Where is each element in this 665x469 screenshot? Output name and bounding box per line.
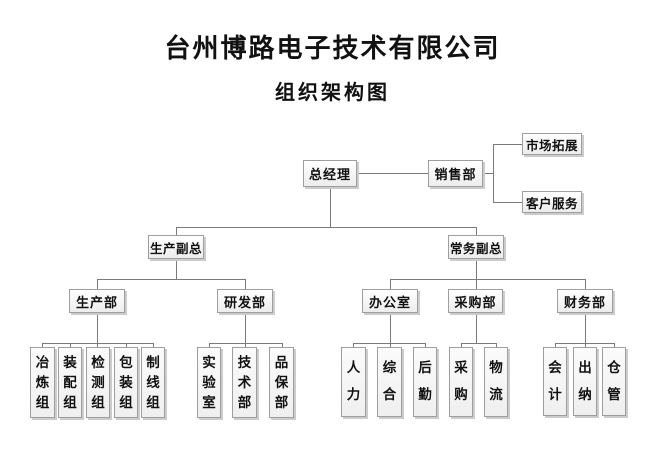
connector-production-vp-down xyxy=(176,259,177,279)
leaf-technical-dept-label: 技术部 xyxy=(237,354,252,411)
connector-finance-down xyxy=(585,313,586,343)
connector-gm-down xyxy=(330,187,331,227)
connector-stub-warehouse xyxy=(614,343,615,348)
node-market-expansion: 市场拓展 xyxy=(522,133,582,155)
connector-production-rail xyxy=(97,279,245,280)
node-production-dept-label: 生产部 xyxy=(75,295,118,311)
connector-purchasing-children-rail xyxy=(461,343,496,344)
node-customer-service-label: 客户服务 xyxy=(525,195,578,211)
leaf-assembly-team: 装配组 xyxy=(58,347,82,418)
connector-to-executive-vp xyxy=(476,227,477,235)
leaf-accounting: 会计 xyxy=(543,347,567,416)
node-sales-dept: 销售部 xyxy=(428,160,483,187)
node-finance-dept: 财务部 xyxy=(557,289,613,313)
leaf-human-resources: 人力 xyxy=(341,347,366,417)
company-title: 台州博路电子技术有限公司 xyxy=(164,34,501,64)
leaf-technical-dept: 技术部 xyxy=(232,347,257,418)
leaf-procurement: 采购 xyxy=(449,347,473,417)
connector-sales-branch-vertical xyxy=(493,144,494,202)
connector-rd-dept-down xyxy=(245,313,246,343)
leaf-warehouse-label: 仓管 xyxy=(607,359,621,403)
connector-office-children-rail xyxy=(353,343,425,344)
leaf-procurement-label: 采购 xyxy=(454,360,468,403)
leaf-logistics-label: 物流 xyxy=(489,360,503,403)
connector-executive-vp-down xyxy=(476,259,477,279)
leaf-qa-dept: 品保部 xyxy=(269,347,294,418)
node-customer-service: 客户服务 xyxy=(522,191,582,213)
leaf-smelting-team: 冶炼组 xyxy=(30,347,55,418)
leaf-wire-making-team: 制线组 xyxy=(141,347,165,418)
node-office-label: 办公室 xyxy=(368,295,411,311)
node-office: 办公室 xyxy=(362,289,418,313)
connector-stub-qa xyxy=(282,343,283,348)
leaf-logistics-support: 后勤 xyxy=(413,347,437,417)
leaf-smelting-team-label: 冶炼组 xyxy=(35,354,50,411)
connector-vp-rail xyxy=(176,227,477,228)
node-sales-dept-label: 销售部 xyxy=(434,168,477,183)
node-general-manager: 总经理 xyxy=(303,160,357,187)
connector-production-dept-down xyxy=(97,313,98,343)
node-finance-dept-label: 财务部 xyxy=(563,295,606,311)
connector-stub-procurement xyxy=(461,343,462,348)
chart-subtitle: 组织架构图 xyxy=(275,80,390,104)
connector-gm-sales xyxy=(357,173,428,174)
connector-stub-technical xyxy=(245,343,246,348)
leaf-human-resources-label: 人力 xyxy=(346,360,361,403)
connector-stub-inspection xyxy=(97,343,98,348)
connector-stub-smelting xyxy=(42,343,43,348)
leaf-laboratory: 实验室 xyxy=(197,347,221,418)
connector-to-rd-dept xyxy=(245,279,246,289)
node-executive-vp-label: 常务副总 xyxy=(449,240,502,256)
node-production-vp-label: 生产副总 xyxy=(149,240,202,256)
connector-to-production-dept xyxy=(97,279,98,289)
leaf-wire-making-team-label: 制线组 xyxy=(146,354,160,411)
leaf-logistics: 物流 xyxy=(484,347,508,417)
connector-to-purchasing-dept xyxy=(476,279,477,289)
connector-to-customer-service xyxy=(493,202,522,203)
leaf-qa-dept-label: 品保部 xyxy=(274,354,289,411)
node-rd-dept-label: 研发部 xyxy=(223,295,266,311)
leaf-laboratory-label: 实验室 xyxy=(202,354,216,411)
leaf-inspection-team: 检测组 xyxy=(86,347,110,418)
leaf-cashier-label: 出纳 xyxy=(578,359,592,403)
node-purchasing-dept: 采购部 xyxy=(448,289,503,313)
node-executive-vp: 常务副总 xyxy=(448,235,504,259)
node-purchasing-dept-label: 采购部 xyxy=(454,295,497,311)
connector-to-production-vp xyxy=(176,227,177,235)
connector-stub-packaging xyxy=(126,343,127,348)
node-market-expansion-label: 市场拓展 xyxy=(525,137,578,153)
leaf-packaging-team: 包装组 xyxy=(114,347,138,418)
node-rd-dept: 研发部 xyxy=(217,289,273,313)
connector-stub-cashier xyxy=(585,343,586,348)
leaf-logistics-support-label: 后勤 xyxy=(418,360,432,403)
leaf-inspection-team-label: 检测组 xyxy=(91,354,105,411)
connector-to-market-expansion xyxy=(493,144,522,145)
connector-to-office xyxy=(390,279,391,289)
connector-finance-children-rail xyxy=(555,343,614,344)
connector-stub-logistics xyxy=(496,343,497,348)
connector-stub-assembly xyxy=(70,343,71,348)
leaf-packaging-team-label: 包装组 xyxy=(119,354,133,411)
node-production-dept: 生产部 xyxy=(69,289,125,313)
connector-to-finance-dept xyxy=(585,279,586,289)
connector-stub-laboratory xyxy=(209,343,210,348)
connector-stub-logistics-support xyxy=(425,343,426,348)
leaf-warehouse: 仓管 xyxy=(602,347,626,416)
leaf-accounting-label: 会计 xyxy=(548,359,562,403)
connector-stub-hr xyxy=(353,343,354,348)
leaf-general-affairs-label: 综合 xyxy=(382,360,397,403)
connector-stub-accounting xyxy=(555,343,556,348)
connector-executive-rail xyxy=(390,279,585,280)
connector-office-down xyxy=(390,313,391,343)
connector-stub-wire-making xyxy=(153,343,154,348)
connector-sales-junction xyxy=(483,173,493,174)
node-general-manager-label: 总经理 xyxy=(308,168,351,183)
leaf-assembly-team-label: 装配组 xyxy=(63,354,77,411)
connector-purchasing-down xyxy=(476,313,477,343)
connector-stub-general-affairs xyxy=(390,343,391,348)
leaf-cashier: 出纳 xyxy=(573,347,597,416)
leaf-general-affairs: 综合 xyxy=(377,347,402,417)
node-production-vp: 生产副总 xyxy=(148,235,204,259)
